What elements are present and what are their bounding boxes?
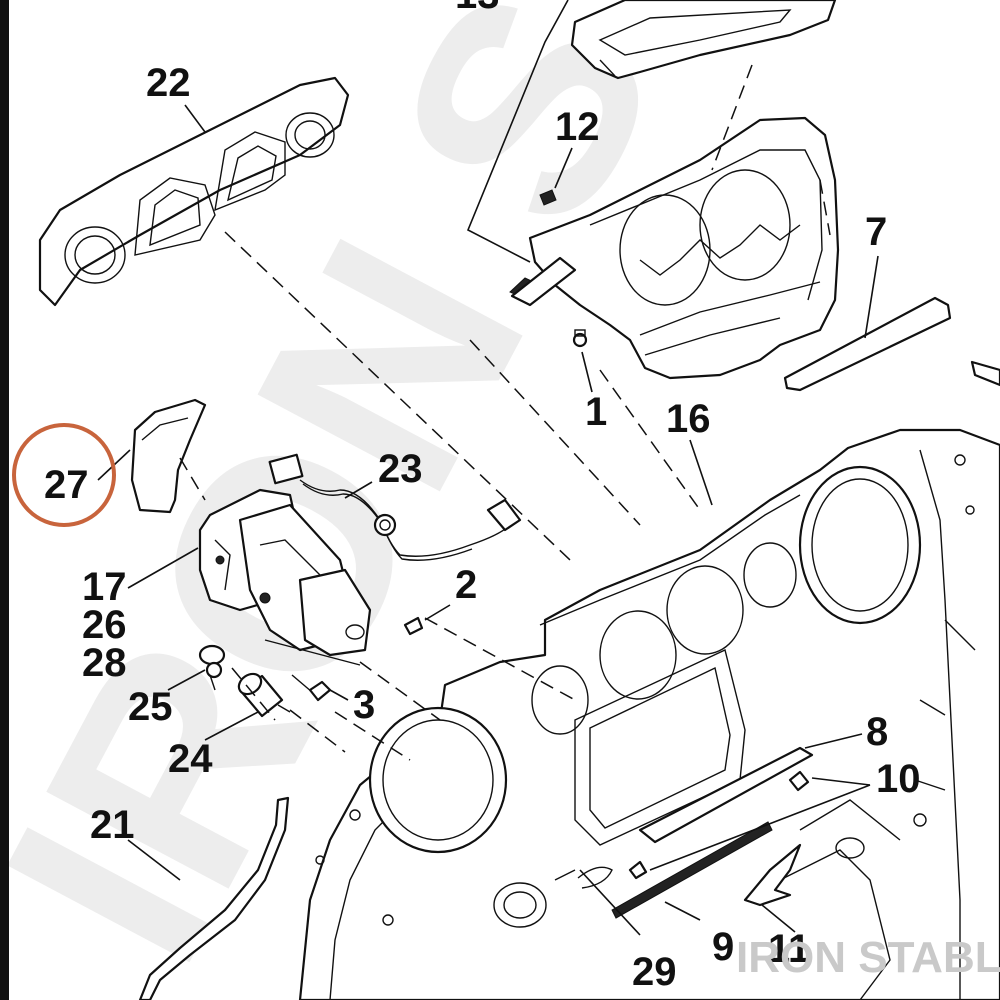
label-13: 13 (455, 0, 500, 17)
label-27: 27 (44, 463, 89, 507)
part-7-strip[interactable] (783, 296, 952, 392)
part-10-tab-a[interactable] (788, 770, 810, 792)
leader-23 (344, 481, 373, 499)
part-9-strip[interactable] (611, 821, 773, 919)
right-edge-clip (970, 360, 1000, 387)
part-21-trim-strip[interactable] (138, 796, 290, 1000)
leader-12 (554, 147, 573, 189)
label-29: 29 (632, 950, 677, 994)
part-25-knob[interactable] (198, 644, 226, 691)
part-13-top-trim[interactable] (570, 0, 837, 80)
label-16: 16 (666, 397, 711, 441)
label-21: 21 (90, 803, 135, 847)
part-2-screw[interactable] (403, 616, 424, 636)
leader-10b (649, 784, 871, 871)
leader-1 (581, 351, 593, 393)
page-edge-bar (0, 0, 9, 1000)
part-8-bar[interactable] (638, 746, 814, 844)
part-27-cover[interactable] (130, 398, 207, 514)
leader-16 (689, 439, 713, 506)
label-22: 22 (146, 61, 191, 105)
assembly-dashes (179, 179, 831, 761)
label-27-highlight-circle (12, 423, 116, 527)
leader-11 (761, 904, 796, 933)
part-17-module[interactable] (198, 488, 372, 666)
part-12-clip[interactable] (539, 189, 557, 206)
label-10: 10 (876, 757, 921, 801)
leader-17 (127, 547, 199, 589)
label-11: 11 (768, 927, 810, 971)
label-17: 17 (82, 565, 127, 609)
part-22-gauge-bezel[interactable] (38, 76, 350, 307)
leader-13 (466, 0, 569, 263)
part-16-inner-fairing[interactable] (298, 428, 1000, 1000)
dash-13-housing (711, 64, 753, 171)
leader-7 (864, 255, 879, 339)
label-1: 1 (585, 390, 607, 434)
label-9: 9 (712, 925, 734, 969)
part-23-harness[interactable] (268, 453, 522, 561)
leader-22 (184, 104, 206, 133)
part-10-tab-b[interactable] (628, 860, 648, 880)
leader-10a (811, 777, 871, 786)
leader-29 (579, 869, 641, 936)
label-7: 7 (865, 210, 887, 254)
label-8: 8 (866, 710, 888, 754)
label-2: 2 (455, 563, 477, 607)
label-26: 26 (82, 603, 127, 647)
part-1-screw[interactable] (572, 329, 588, 348)
part-24-socket[interactable] (235, 670, 291, 718)
leader-8 (804, 733, 863, 749)
label-24: 24 (168, 737, 213, 781)
part-16-gauge-housing[interactable] (509, 116, 840, 380)
label-23: 23 (378, 447, 423, 491)
leader-9 (664, 901, 701, 921)
leader-24 (204, 711, 259, 741)
label-28: 28 (82, 641, 127, 685)
leader-3 (329, 689, 349, 701)
leader-2 (424, 604, 451, 621)
label-12: 12 (555, 105, 600, 149)
leader-21 (127, 839, 181, 881)
part-11-bracket[interactable] (743, 843, 802, 907)
label-25: 25 (128, 685, 173, 729)
leader-25 (167, 669, 206, 691)
brand-watermark: IRON STABLE (736, 933, 1000, 982)
label-3: 3 (353, 683, 375, 727)
